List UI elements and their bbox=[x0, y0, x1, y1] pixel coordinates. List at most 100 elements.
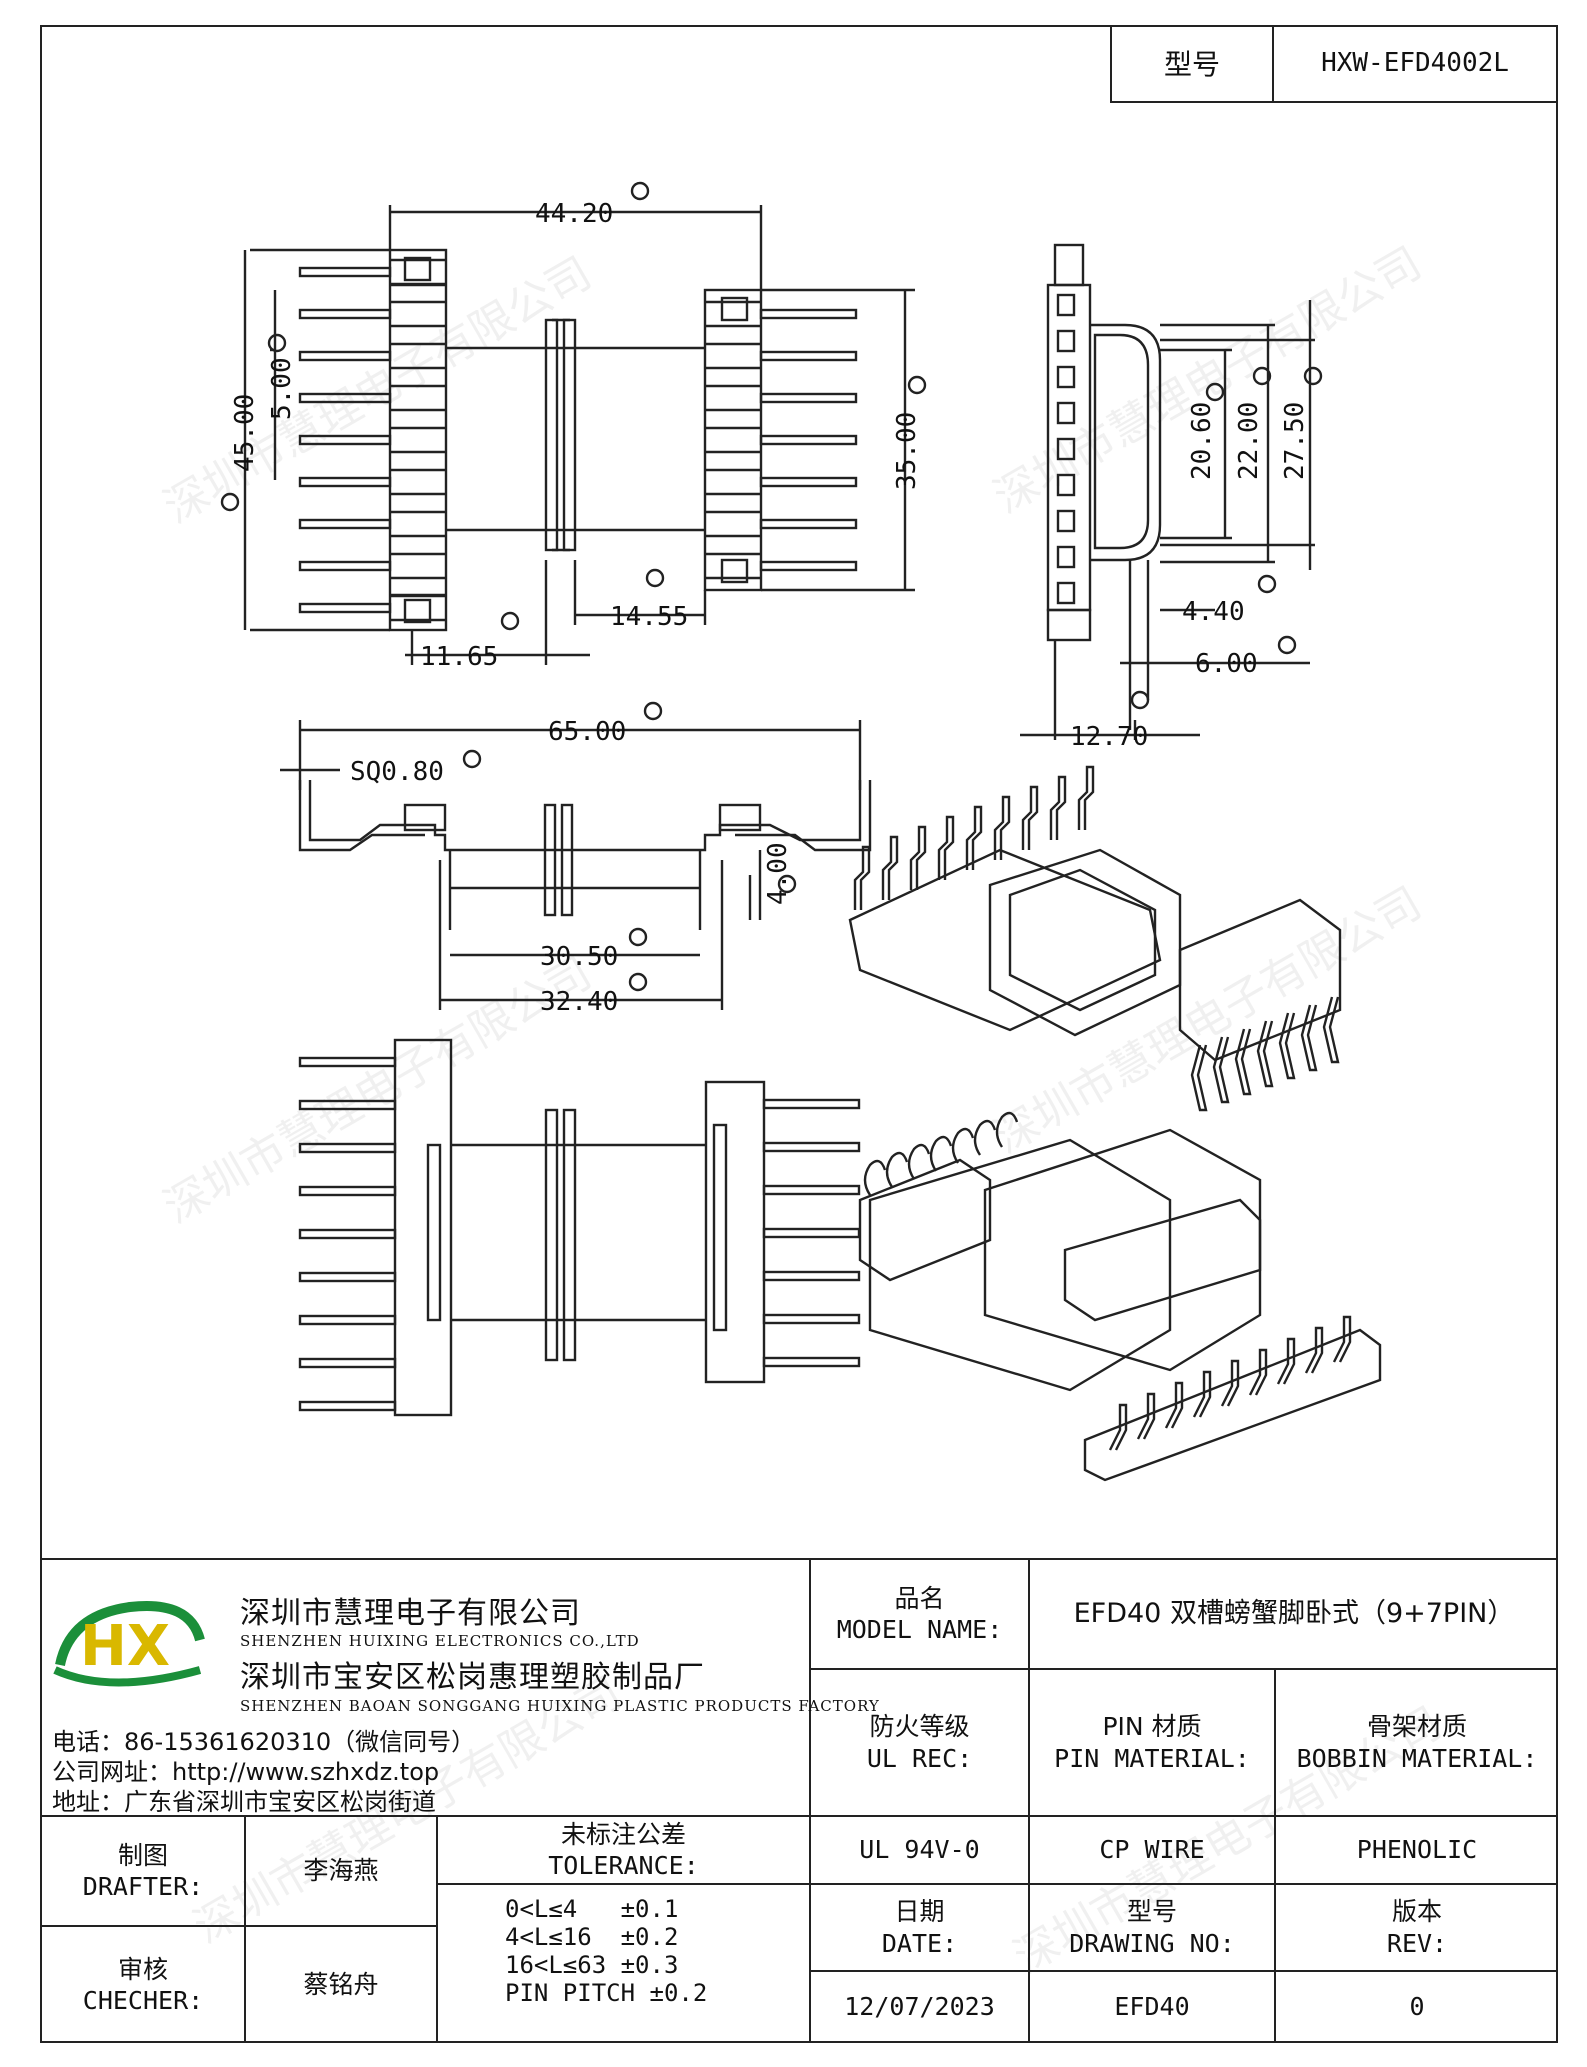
pin bbox=[298, 602, 392, 614]
pin bbox=[1077, 765, 1095, 830]
model-name-value: EFD40 双槽螃蟹脚卧式（9+7PIN） bbox=[1073, 1598, 1515, 1630]
pin bbox=[298, 266, 392, 278]
model-value: HXW-EFD4002L bbox=[1321, 48, 1509, 78]
pin bbox=[1276, 1337, 1296, 1385]
pin bbox=[298, 1142, 397, 1154]
pin bbox=[1256, 1020, 1274, 1088]
pin bbox=[1108, 1403, 1128, 1451]
company-website: 公司网址：http://www.szhxdz.top bbox=[52, 1758, 440, 1786]
pin bbox=[298, 1271, 397, 1283]
pin bbox=[965, 805, 983, 870]
pin bbox=[762, 1356, 861, 1368]
pin bbox=[995, 1111, 1019, 1148]
pin bbox=[1192, 1370, 1212, 1418]
pin bbox=[759, 434, 858, 446]
company-phone: 电话：86-15361620310（微信同号） bbox=[52, 1728, 476, 1756]
tolerance-line: 0<L≤4 ±0.1 bbox=[505, 1895, 679, 1923]
factory-name-cn: 深圳市宝安区松岗惠理塑胶制品厂 bbox=[240, 1660, 705, 1695]
pin bbox=[762, 1098, 861, 1110]
company-name-cn: 深圳市慧理电子有限公司 bbox=[240, 1596, 581, 1631]
isometric-view-bottom bbox=[858, 1111, 1382, 1482]
company-address: 地址：广东省深圳市宝安区松岗街道 bbox=[52, 1788, 436, 1816]
isometric-view-top bbox=[848, 765, 1342, 1112]
tolerance-line: 4<L≤16 ±0.2 bbox=[505, 1923, 679, 1951]
pin bbox=[1278, 1012, 1296, 1080]
checker-label: 审核 CHECHER: bbox=[82, 1954, 204, 2015]
pin bbox=[973, 1119, 997, 1156]
date-value: 12/07/2023 bbox=[844, 1992, 995, 2022]
pin bbox=[1300, 1004, 1318, 1072]
pin bbox=[1164, 1381, 1184, 1429]
front-view bbox=[280, 701, 872, 1010]
dim-65-00: 65.00 bbox=[548, 717, 626, 747]
drafter-name: 李海燕 bbox=[303, 1856, 379, 1886]
pin bbox=[298, 434, 392, 446]
pin bbox=[1212, 1036, 1230, 1104]
pin bbox=[298, 1357, 397, 1369]
tolerance-line: PIN PITCH ±0.2 bbox=[505, 1979, 708, 2007]
dim-11-65: 11.65 bbox=[420, 642, 498, 672]
pin bbox=[762, 1270, 861, 1282]
pin bbox=[1220, 1359, 1240, 1407]
pin bbox=[298, 1400, 397, 1412]
dim-4-00: 4.00 bbox=[763, 842, 793, 905]
dim-sq0-80: SQ0.80 bbox=[350, 757, 444, 787]
pin bbox=[907, 1143, 931, 1180]
pin bbox=[885, 1151, 909, 1188]
pin bbox=[298, 1314, 397, 1326]
fire-rating-label: 防火等级 UL REC: bbox=[866, 1712, 973, 1773]
pin bbox=[298, 308, 392, 320]
pin bbox=[298, 560, 392, 572]
factory-name-en: SHENZHEN BAOAN SONGGANG HUIXING PLASTIC … bbox=[240, 1697, 880, 1715]
side-view bbox=[1020, 243, 1323, 740]
pin bbox=[298, 350, 392, 362]
pin bbox=[929, 1135, 953, 1172]
dim-4-40: 4.40 bbox=[1182, 597, 1245, 627]
pin bbox=[759, 518, 858, 530]
pin bbox=[298, 1185, 397, 1197]
bottom-view bbox=[298, 1038, 861, 1417]
tolerance-line: 16<L≤63 ±0.3 bbox=[505, 1951, 679, 1979]
pin bbox=[1332, 1315, 1352, 1363]
logo-letters: HX bbox=[80, 1614, 170, 1679]
tolerance-label: 未标注公差 TOLERANCE: bbox=[548, 1819, 699, 1880]
drawing-number-label: 型号 DRAWING NO: bbox=[1069, 1897, 1235, 1958]
top-view bbox=[220, 181, 927, 665]
dim-22-00: 22.00 bbox=[1234, 402, 1264, 480]
tolerance-table: 0<L≤4 ±0.1 4<L≤16 ±0.2 16<L≤63 ±0.3 PIN … bbox=[505, 1895, 707, 2007]
pin bbox=[1190, 1044, 1208, 1112]
pin bbox=[1049, 775, 1067, 840]
drawing-sheet bbox=[40, 25, 1558, 2043]
pin bbox=[759, 392, 858, 404]
pin-material-label: PIN 材质 PIN MATERIAL: bbox=[1054, 1712, 1250, 1773]
pin bbox=[909, 825, 927, 890]
pin bbox=[759, 476, 858, 488]
pin bbox=[298, 1228, 397, 1240]
pin bbox=[863, 1159, 887, 1196]
pin bbox=[993, 795, 1011, 860]
pin bbox=[298, 1056, 397, 1068]
bobbin-material-label: 骨架材质 BOBBIN MATERIAL: bbox=[1296, 1712, 1538, 1773]
pin bbox=[1322, 996, 1340, 1064]
model-number-box: 型号 HXW-EFD4002L bbox=[1110, 25, 1558, 103]
pin bbox=[937, 815, 955, 880]
pin bbox=[762, 1141, 861, 1153]
dimension-labels: 44.20 45.00 5.00 35.00 11.65 14.55 20.60… bbox=[230, 199, 1310, 1017]
pin bbox=[951, 1127, 975, 1164]
dim-45-00: 45.00 bbox=[230, 394, 260, 472]
pin bbox=[759, 350, 858, 362]
drawing-number-value: EFD40 bbox=[1114, 1992, 1190, 2022]
dim-14-55: 14.55 bbox=[610, 602, 688, 632]
dim-20-60: 20.60 bbox=[1187, 402, 1217, 480]
revision-label: 版本 REV: bbox=[1386, 1897, 1448, 1958]
dim-35-00: 35.00 bbox=[892, 412, 922, 490]
fire-rating-value: UL 94V-0 bbox=[859, 1835, 980, 1865]
pin bbox=[298, 1099, 397, 1111]
pin bbox=[298, 392, 392, 404]
model-label: 型号 bbox=[1112, 25, 1274, 101]
pin-material-value: CP WIRE bbox=[1099, 1835, 1205, 1865]
pin bbox=[881, 835, 899, 900]
pin bbox=[1248, 1348, 1268, 1396]
pin bbox=[1136, 1392, 1156, 1440]
bobbin-material-value: PHENOLIC bbox=[1356, 1835, 1478, 1865]
